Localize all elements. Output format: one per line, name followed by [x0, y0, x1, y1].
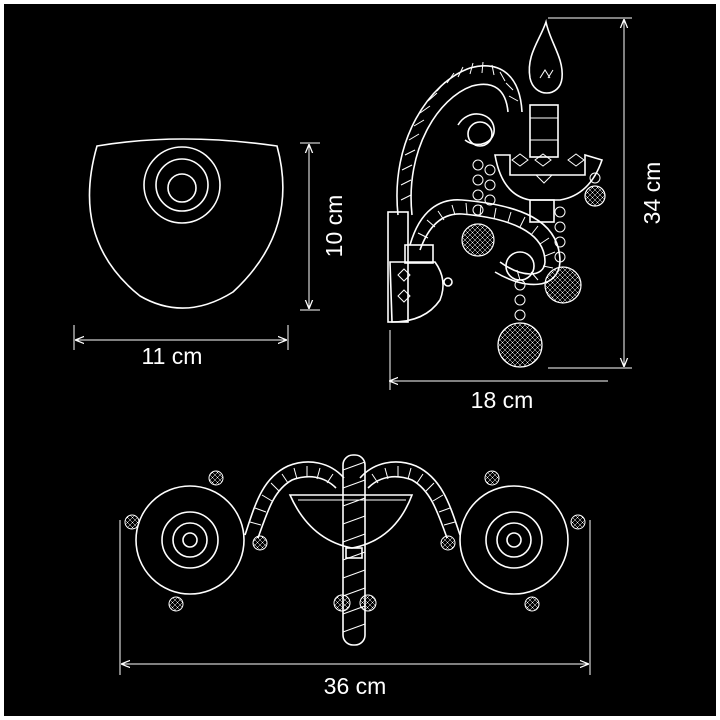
- drawing-frame: 10 cm 11 cm: [4, 4, 716, 716]
- dimension-lamp-depth: 18 cm: [390, 330, 608, 413]
- arm-lower: [409, 199, 561, 286]
- arm-right-top: [359, 461, 461, 539]
- crystal-strings: [461, 159, 606, 368]
- dimension-lamp-width: 36 cm: [119, 520, 591, 699]
- cup-left: [124, 470, 268, 612]
- bracket-cup: [389, 261, 444, 323]
- crystal-ball-small: [584, 185, 606, 207]
- dimension-backplate-width: 11 cm: [73, 325, 289, 369]
- technical-drawing: 10 cm 11 cm: [73, 17, 665, 699]
- crystal-ball-left: [461, 223, 495, 257]
- dimension-backplate-height: 10 cm: [300, 142, 347, 311]
- label-lamp-height: 34 cm: [639, 162, 665, 225]
- dimension-lamp-height: 34 cm: [548, 17, 665, 369]
- arm-left-top: [244, 461, 345, 539]
- label-lamp-width: 36 cm: [324, 673, 387, 699]
- label-backplate-width: 11 cm: [142, 343, 203, 369]
- crystal-ball-right: [544, 266, 582, 304]
- backplate-screw: [167, 173, 197, 203]
- backplate-mount-outer: [143, 146, 221, 224]
- backplate-view: [88, 138, 284, 309]
- label-backplate-height: 10 cm: [321, 195, 347, 258]
- side-view: [387, 18, 606, 368]
- candle-socket: [529, 104, 559, 158]
- center-stem: [333, 454, 377, 646]
- crystal-ball-bottom: [497, 322, 543, 368]
- backplate-mount-inner: [155, 158, 209, 212]
- label-lamp-depth: 18 cm: [471, 387, 534, 413]
- backplate-outline: [88, 138, 284, 309]
- top-view: [124, 454, 586, 646]
- candle: [528, 18, 563, 158]
- cup-right: [440, 470, 586, 612]
- candle-flame: [528, 18, 563, 94]
- arm-main: [396, 61, 523, 216]
- drip-pan: [494, 153, 604, 223]
